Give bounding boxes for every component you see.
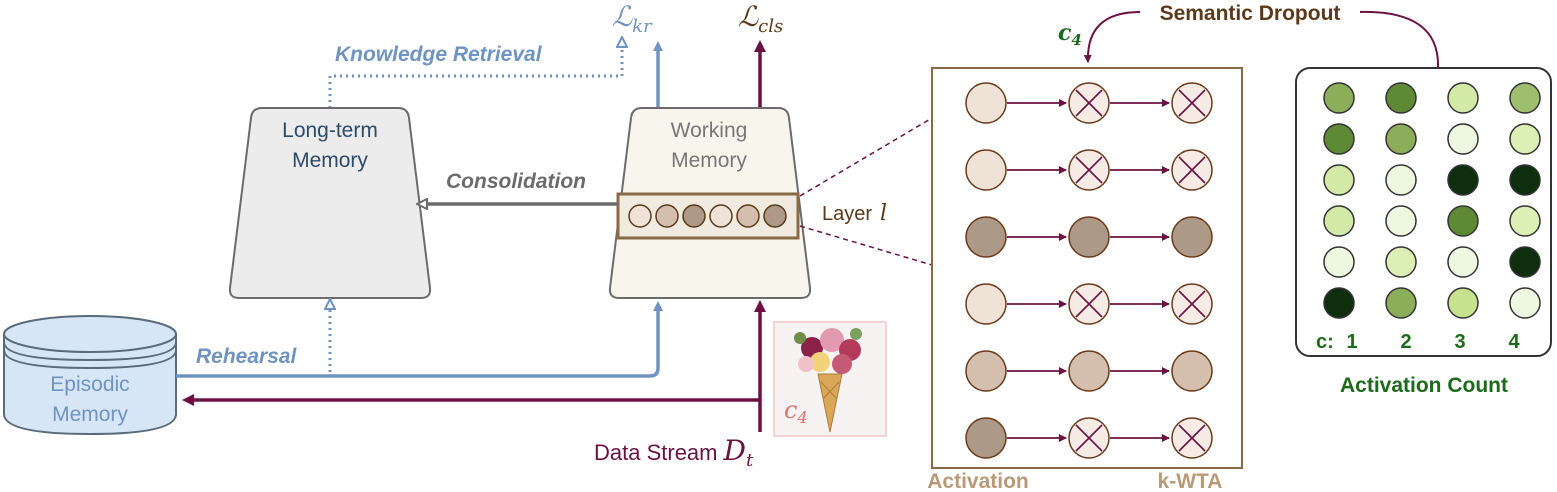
activation-count-cell xyxy=(1385,205,1417,237)
layer-neuron xyxy=(655,204,679,228)
semantic-dropout-label: Semantic Dropout xyxy=(1160,2,1341,25)
activation-count-grid xyxy=(1323,82,1541,319)
activation-count-cell xyxy=(1385,164,1417,196)
activation-count-cell xyxy=(1385,287,1417,319)
activation-count-cell xyxy=(1385,246,1417,278)
neuron xyxy=(1171,350,1213,392)
dropout-cross xyxy=(1075,156,1103,184)
long-term-memory-block xyxy=(228,107,432,299)
activation-count-cell xyxy=(1385,123,1417,155)
activation-count-label: Activation Count xyxy=(1340,374,1508,397)
activation-count-cell xyxy=(1323,82,1355,114)
activation-count-cell xyxy=(1447,287,1479,319)
loss-kr-label: ℒkr xyxy=(612,0,653,37)
activation-count-cell xyxy=(1447,82,1479,114)
kwta-panel xyxy=(931,67,1243,469)
neuron xyxy=(1171,216,1213,258)
consolidation-label: Consolidation xyxy=(446,170,586,193)
neuron xyxy=(965,216,1007,258)
layer-neuron xyxy=(736,204,760,228)
activation-count-cell xyxy=(1323,246,1355,278)
count-class-label: 3 xyxy=(1454,331,1465,353)
dropout-cross xyxy=(1075,290,1103,318)
neuron xyxy=(965,417,1007,459)
zoom-line-top xyxy=(799,117,933,197)
dropout-cross xyxy=(1178,290,1206,318)
rehearsal-arrow xyxy=(176,301,663,378)
image-class-label: c4 xyxy=(784,396,808,427)
c4-label: c4 xyxy=(1058,20,1082,49)
layer-neuron xyxy=(628,204,652,228)
loss-cls-label: ℒcls xyxy=(738,0,783,37)
layer-neuron xyxy=(709,204,733,228)
activation-count-cell xyxy=(1509,164,1541,196)
count-class-label: 2 xyxy=(1400,331,1411,353)
zoom-line-bottom xyxy=(799,225,933,266)
dropout-cross xyxy=(1178,424,1206,452)
activation-count-cell xyxy=(1509,123,1541,155)
kwta-rows xyxy=(965,82,1213,459)
activation-count-cell xyxy=(1323,205,1355,237)
episodic-memory-label-1: Episodic xyxy=(50,373,129,396)
episodic-memory-block xyxy=(3,315,177,436)
activation-count-cell xyxy=(1447,164,1479,196)
input-image xyxy=(773,321,887,437)
count-class-label: 1 xyxy=(1346,331,1357,353)
activation-count-cell xyxy=(1447,205,1479,237)
neuron xyxy=(965,350,1007,392)
activation-count-cell xyxy=(1447,246,1479,278)
dropout-cross xyxy=(1075,424,1103,452)
layer-neuron xyxy=(682,204,706,228)
activation-count-panel xyxy=(1295,67,1552,357)
long-term-memory-label-2: Memory xyxy=(292,149,368,172)
working-memory-label-1: Working xyxy=(671,119,748,142)
neuron xyxy=(1068,216,1110,258)
knowledge-retrieval-label: Knowledge Retrieval xyxy=(335,43,543,66)
layer-neurons xyxy=(628,204,787,228)
activation-count-cell xyxy=(1323,164,1355,196)
count-class-labels: 1 2 3 4 xyxy=(1346,331,1520,353)
kwta-label: k-WTA xyxy=(1158,470,1223,492)
activation-count-cell xyxy=(1447,123,1479,155)
layer-neuron xyxy=(763,204,787,228)
activation-count-cell xyxy=(1323,123,1355,155)
activation-count-cell xyxy=(1509,82,1541,114)
activation-count-cell xyxy=(1509,205,1541,237)
neuron xyxy=(965,149,1007,191)
episodic-memory-label-2: Memory xyxy=(52,403,128,426)
count-class-label: 4 xyxy=(1508,331,1520,353)
neuron xyxy=(1068,350,1110,392)
semantic-dropout-arrow xyxy=(1088,10,1440,68)
dropout-cross xyxy=(1075,89,1103,117)
count-prefix-label: c: xyxy=(1316,331,1334,353)
long-term-memory-label-1: Long-term xyxy=(282,119,378,142)
dropout-cross xyxy=(1178,89,1206,117)
rehearsal-label: Rehearsal xyxy=(196,345,298,368)
activation-count-cell xyxy=(1323,287,1355,319)
activation-count-cell xyxy=(1385,82,1417,114)
activation-count-cell xyxy=(1509,287,1541,319)
activation-count-cell xyxy=(1509,246,1541,278)
dropout-cross xyxy=(1178,156,1206,184)
activation-label: Activation xyxy=(927,470,1029,492)
neuron xyxy=(965,283,1007,325)
working-memory-label-2: Memory xyxy=(671,149,747,172)
neuron xyxy=(965,82,1007,124)
